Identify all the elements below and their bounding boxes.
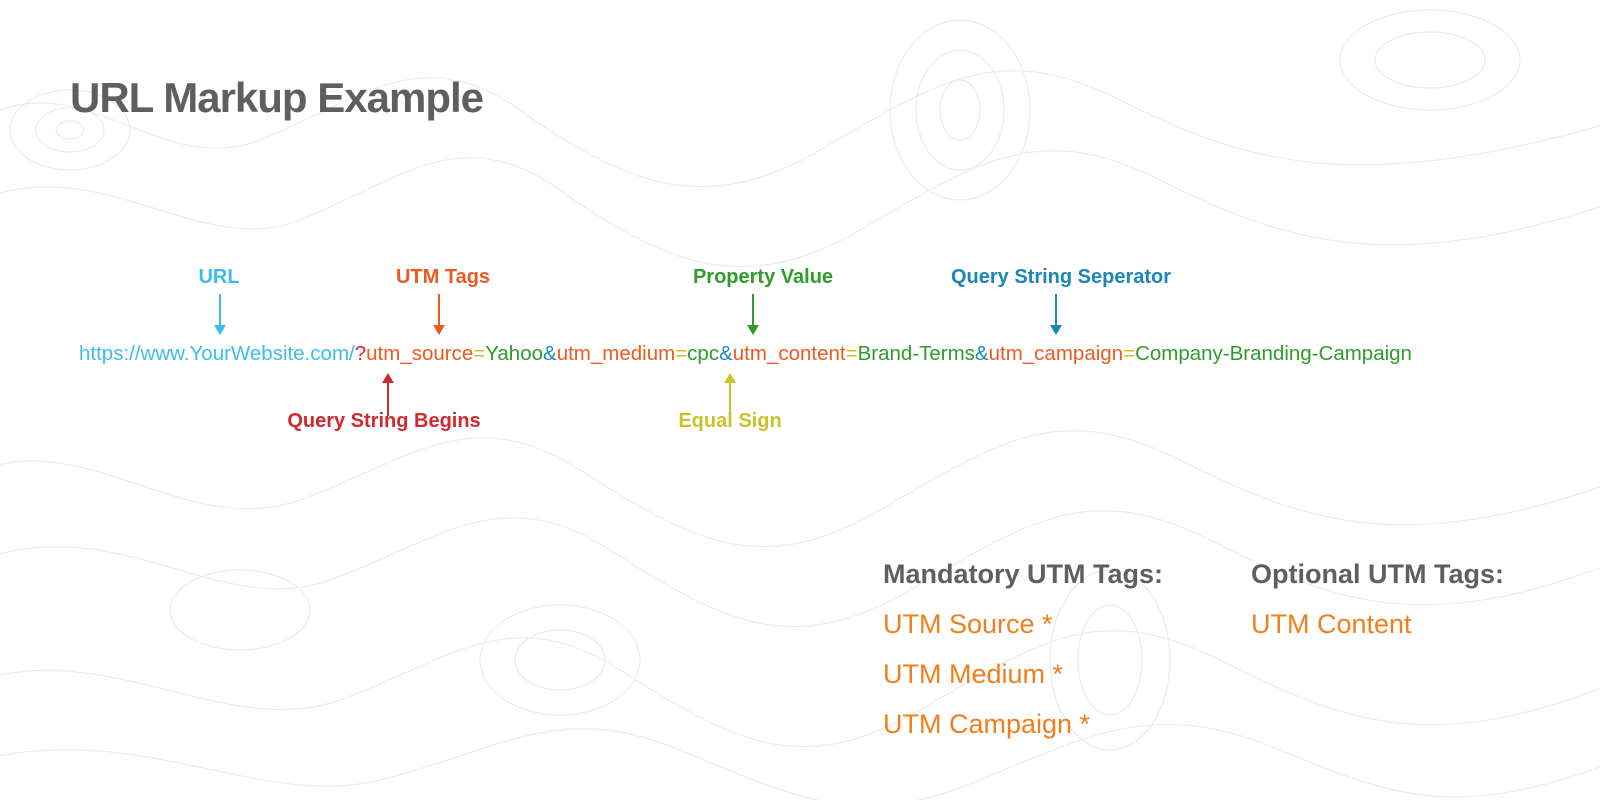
url-segment-property-value: Company-Branding-Campaign xyxy=(1135,342,1412,365)
mandatory-tag-item: UTM Campaign * xyxy=(883,709,1091,739)
url-segment-property-value: Brand-Terms xyxy=(857,342,975,365)
mandatory-tag-item: UTM Medium * xyxy=(883,659,1064,689)
arrow-down-query-separator xyxy=(1050,294,1062,335)
url-segment-property-value: cpc xyxy=(687,342,720,365)
arrow-down-property-value xyxy=(747,294,759,335)
url-segment-separator: & xyxy=(719,342,733,365)
url-segment-equal-sign: = xyxy=(473,342,486,365)
arrow-down-url xyxy=(214,294,226,335)
callout-query-begins-label: Query String Begins xyxy=(287,410,481,432)
example-url: https://www.YourWebsite.com/?utm_source=… xyxy=(79,342,1412,366)
url-segment-separator: & xyxy=(974,342,989,365)
callout-query-separator-label: Query String Seperator xyxy=(950,266,1172,288)
url-segment-equal-sign: = xyxy=(675,342,688,365)
url-segment-query-begin: ? xyxy=(354,342,367,365)
callout-equal-sign-label: Equal Sign xyxy=(678,410,782,432)
callout-url-label: URL xyxy=(198,266,240,288)
optional-tag-item: UTM Content xyxy=(1251,609,1412,639)
callout-utm-tags-label: UTM Tags xyxy=(395,266,491,288)
arrow-down-utm-tags xyxy=(433,294,445,335)
page-title: URL Markup Example xyxy=(70,74,484,121)
mandatory-tag-item: UTM Source * xyxy=(883,609,1053,639)
optional-tags-heading: Optional UTM Tags: xyxy=(1251,559,1504,589)
url-segment-equal-sign: = xyxy=(1123,342,1136,365)
url-segment-utm-tag: utm_source xyxy=(366,342,474,365)
url-segment-separator: & xyxy=(543,342,557,365)
mandatory-tags-heading: Mandatory UTM Tags: xyxy=(883,559,1164,589)
arrow-up-equal-sign xyxy=(724,373,736,416)
url-segment-utm-tag: utm_campaign xyxy=(988,342,1124,365)
url-segment-utm-tag: utm_medium xyxy=(556,342,676,365)
url-segment-property-value: Yahoo xyxy=(485,342,543,365)
url-segment-equal-sign: = xyxy=(845,342,858,365)
url-segment-url: https://www.YourWebsite.com/ xyxy=(79,342,355,365)
arrow-up-query-begins xyxy=(382,373,394,416)
url-segment-utm-tag: utm_content xyxy=(732,342,846,365)
callout-property-value-label: Property Value xyxy=(692,266,834,288)
